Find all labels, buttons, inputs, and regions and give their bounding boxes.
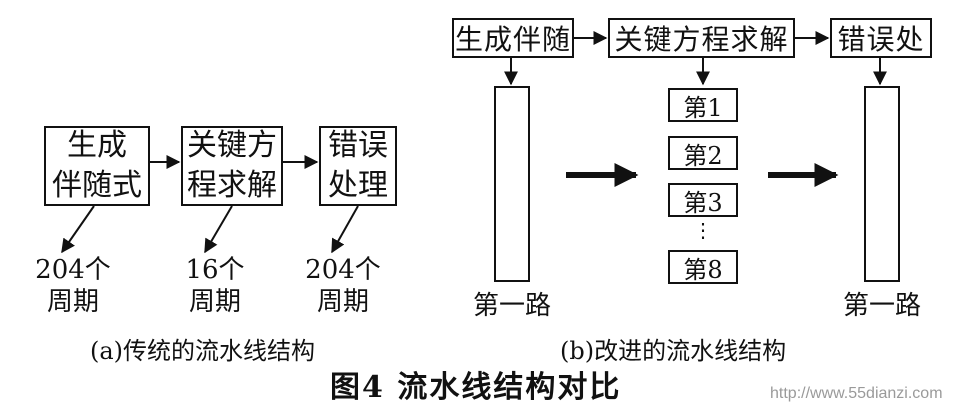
left-caption: (a)传统的流水线结构 [90, 337, 316, 365]
right-box-error-handling: 错误处 [830, 18, 932, 58]
right-box-syndrome-label: 生成伴随 [454, 23, 571, 56]
left-cycle-arrow-1 [61, 205, 95, 254]
right-lane-right [864, 86, 900, 282]
right-path-box-2-label: 第2 [683, 141, 723, 170]
left-cycle-label-1-line2: 周期 [46, 287, 99, 317]
figure-title: 图4 流水线结构对比 [330, 370, 622, 405]
left-box-key-equation: 关键方 程求解 [181, 126, 283, 206]
right-path-box-1: 第1 [668, 88, 738, 122]
left-cycle-label-3: 204个 周期 [288, 254, 398, 318]
left-box-key-equation-line1: 关键方 [187, 128, 277, 163]
watermark: http://www.55dianzi.com [770, 385, 943, 402]
right-path-box-2: 第2 [668, 136, 738, 170]
right-path-ellipsis: ⋮ [693, 218, 713, 242]
left-box-error-handling-line1: 错误 [328, 128, 388, 163]
left-cycle-arrow-3 [331, 205, 359, 254]
left-box-syndrome: 生成 伴随式 [44, 126, 150, 206]
left-cycle-label-3-line1: 204个 [305, 255, 381, 285]
left-box-syndrome-line1: 生成 [67, 128, 127, 163]
left-box-key-equation-line2: 程求解 [187, 168, 277, 203]
left-box-error-handling-line2: 处理 [328, 168, 388, 203]
left-box-syndrome-line2: 伴随式 [52, 168, 142, 203]
left-box-error-handling: 错误 处理 [319, 126, 397, 206]
right-path-box-1-label: 第1 [683, 93, 723, 122]
right-box-key-equation: 关键方程求解 [608, 18, 795, 58]
left-cycle-label-1-line1: 204个 [35, 255, 111, 285]
left-cycle-label-2: 16个 周期 [165, 254, 265, 318]
right-path-box-3: 第3 [668, 183, 738, 217]
left-cycle-label-2-line1: 16个 [185, 255, 245, 285]
right-box-key-equation-label: 关键方程求解 [614, 23, 789, 56]
right-path-box-8-label: 第8 [683, 255, 723, 284]
right-lane-left-label: 第一路 [472, 291, 551, 321]
left-cycle-arrow-2 [204, 205, 233, 254]
right-lane-left [494, 86, 530, 282]
left-cycle-label-3-line2: 周期 [316, 287, 369, 317]
left-cycle-label-2-line2: 周期 [188, 287, 241, 317]
right-box-error-handling-label: 错误处 [837, 23, 925, 56]
right-path-box-8: 第8 [668, 250, 738, 284]
left-cycle-label-1: 204个 周期 [18, 254, 128, 318]
right-caption: (b)改进的流水线结构 [560, 337, 787, 365]
right-lane-right-label: 第一路 [842, 291, 921, 321]
right-path-box-3-label: 第3 [683, 188, 723, 217]
right-box-syndrome: 生成伴随 [452, 18, 574, 58]
